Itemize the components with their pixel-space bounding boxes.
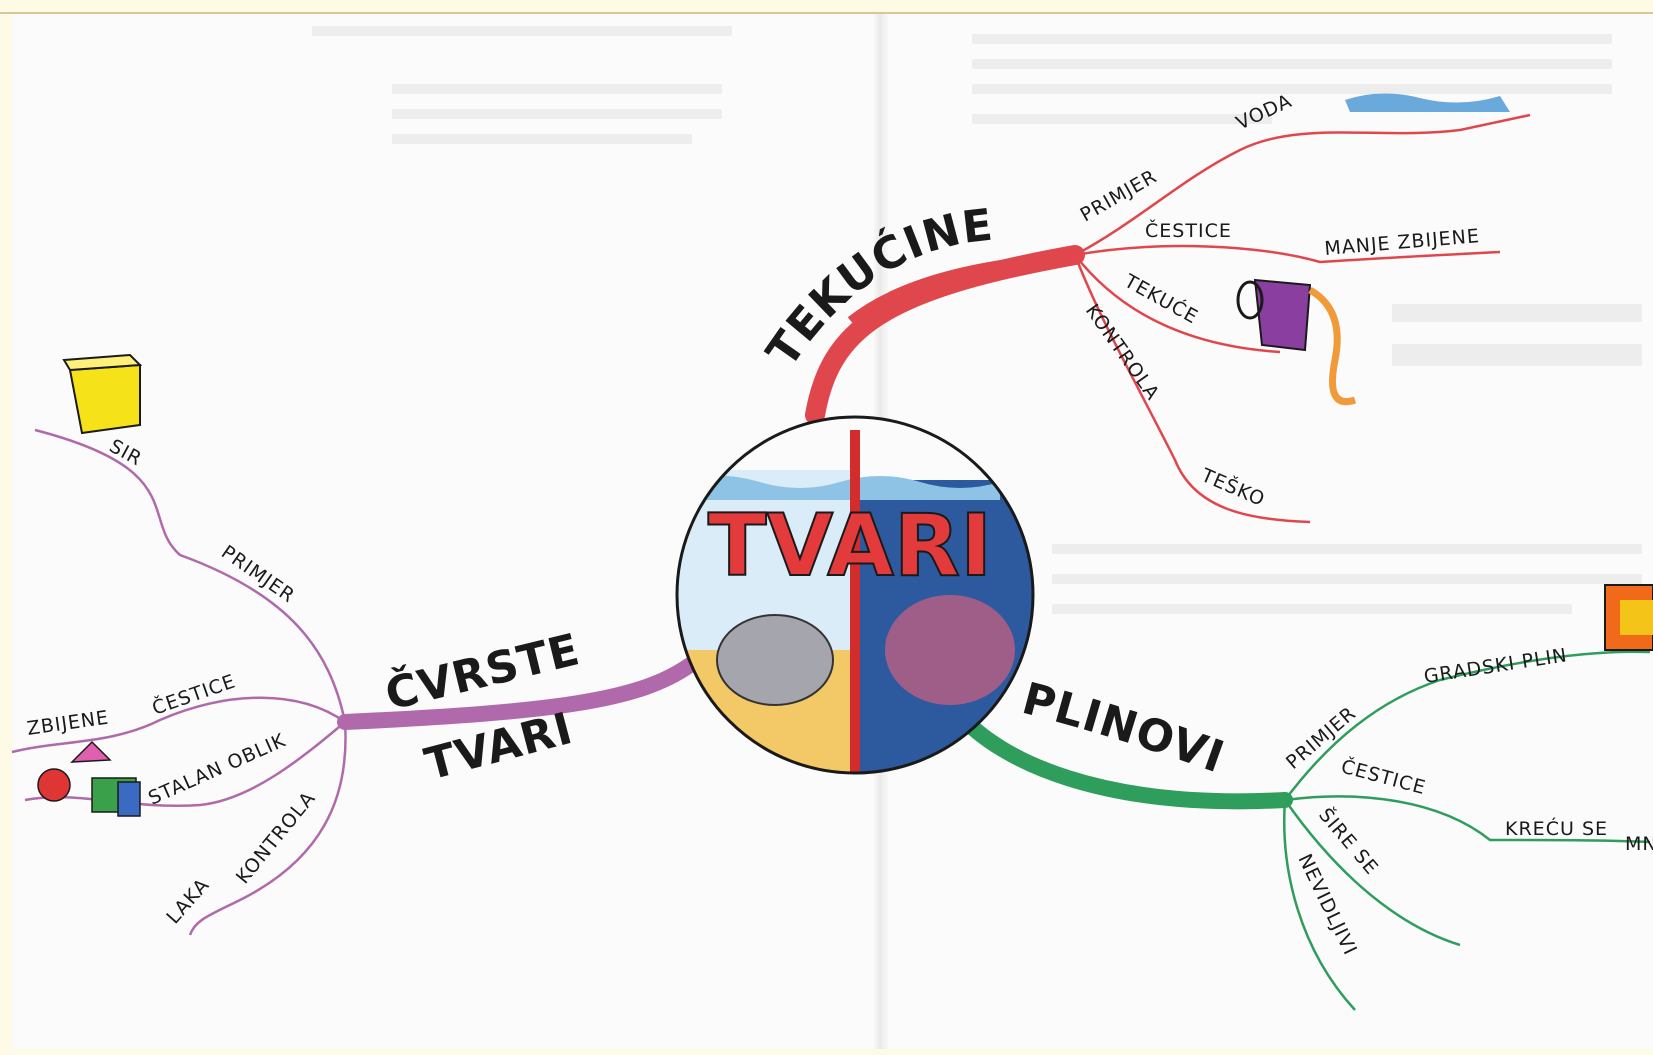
gases-gradski-plin-label: GRADSKI PLIN xyxy=(1422,644,1569,688)
solids-primjer-label: PRIMJER xyxy=(217,541,299,607)
solids-stalan-oblik-label: STALAN OBLIK xyxy=(145,729,289,809)
gases-krecu-se-label: KREĆU SE xyxy=(1505,816,1608,840)
heater-icon xyxy=(1605,585,1653,650)
liquids-kontrola-label: KONTROLA xyxy=(1081,300,1164,404)
shapes-icon xyxy=(38,742,140,816)
cheese-icon xyxy=(64,355,140,433)
gases-sire-se-label: ŠIRE SE xyxy=(1314,803,1383,880)
center-title: TVARI xyxy=(708,496,992,596)
solids-sir-label: SIR xyxy=(106,435,146,470)
solids-sub-branches xyxy=(12,430,346,935)
solids-zbijene-label: ZBIJENE xyxy=(26,707,111,740)
gas-cloud-icon xyxy=(885,595,1015,705)
gases-cestice-label: ČESTICE xyxy=(1339,754,1429,800)
liquids-voda-label: VODA xyxy=(1233,90,1296,135)
liquids-cestice-label: ČESTICE xyxy=(1145,218,1232,242)
liquids-tekuce-label: TEKUĆE xyxy=(1120,270,1202,329)
gases-nevidljivi-label: NEVIDLJIVI xyxy=(1294,851,1362,959)
rock-icon xyxy=(717,615,833,705)
solids-laka-label: LAKA xyxy=(162,874,214,928)
solids-kontrola-label: KONTROLA xyxy=(232,787,320,888)
solids-cestice-label: ČESTICE xyxy=(149,670,239,719)
liquids-primjer-label: PRIMJER xyxy=(1077,165,1161,226)
liquids-tesko-label: TEŠKO xyxy=(1197,464,1268,511)
gases-mn-label: MN xyxy=(1625,833,1653,855)
mug-icon xyxy=(1238,280,1355,402)
center-node: TVARI xyxy=(670,410,1050,790)
water-icon xyxy=(1345,93,1510,112)
